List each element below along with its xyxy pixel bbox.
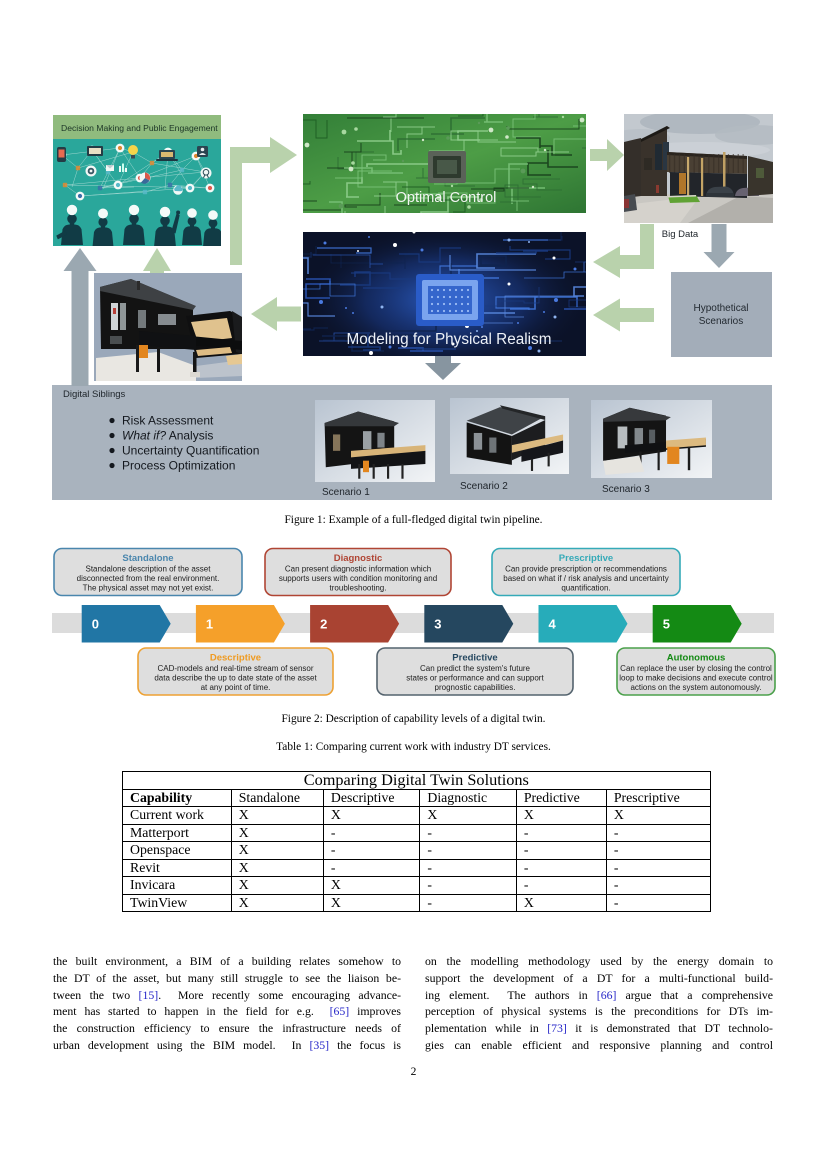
svg-text:Process Optimization: Process Optimization [122,459,235,473]
svg-text:Risk Assessment: Risk Assessment [122,414,214,428]
svg-text:Scenario 1: Scenario 1 [322,487,370,498]
svg-text:actions on the system autonomo: actions on the system autonomously. [630,683,761,692]
svg-text:prognostic capabilities.: prognostic capabilities. [435,683,516,692]
svg-text:Standalone: Standalone [122,553,173,564]
svg-text:0: 0 [92,616,99,631]
svg-text:4: 4 [549,616,557,631]
svg-text:Hypothetical: Hypothetical [693,303,748,314]
svg-text:Optimal Control: Optimal Control [396,190,497,206]
svg-text:Can provide prescription or re: Can provide prescription or recommendati… [505,565,667,574]
svg-text:Diagnostic: Diagnostic [334,553,383,564]
svg-text:at any point of time.: at any point of time. [201,683,271,692]
svg-text:CAD-models and real-time strea: CAD-models and real-time stream of senso… [157,664,313,673]
svg-text:What if? Analysis: What if? Analysis [122,429,213,443]
svg-text:Decision Making and Public Eng: Decision Making and Public Engagement [61,123,218,133]
svg-text:3: 3 [434,616,441,631]
svg-text:Descriptive: Descriptive [210,653,261,664]
svg-text:data describe the up to date s: data describe the up to date state of th… [154,674,317,683]
svg-text:Can predict the system's futur: Can predict the system's future [420,664,531,673]
svg-text:2: 2 [320,616,327,631]
svg-text:The physical asset may not yet: The physical asset may not yet exist. [83,584,214,593]
svg-text:Prescriptive: Prescriptive [559,553,613,564]
svg-text:Can present diagnostic informa: Can present diagnostic information which [285,565,431,574]
svg-text:5: 5 [663,616,670,631]
svg-text:Autonomous: Autonomous [667,653,726,664]
svg-text:Can replace the user by closin: Can replace the user by closing the cont… [620,664,772,673]
svg-text:Standalone description of the: Standalone description of the asset [86,565,212,574]
svg-text:Scenario 3: Scenario 3 [602,484,650,495]
svg-text:loop to make decisions and exe: loop to make decisions and execute contr… [619,674,773,683]
svg-text:1: 1 [206,616,213,631]
svg-text:Scenarios: Scenarios [699,316,743,327]
svg-text:Digital Siblings: Digital Siblings [63,389,126,400]
svg-text:troubleshooting.: troubleshooting. [330,584,387,593]
svg-text:Predictive: Predictive [452,653,497,664]
svg-text:Modeling for Physical Realism: Modeling for Physical Realism [347,331,552,348]
svg-text:based on what if / risk analys: based on what if / risk analysis and unc… [503,574,668,583]
svg-text:disconnected from the real env: disconnected from the real environment. [77,574,220,583]
svg-text:quantification.: quantification. [561,584,610,593]
svg-text:Uncertainty Quantification: Uncertainty Quantification [122,444,259,458]
svg-text:Scenario 2: Scenario 2 [460,481,508,492]
svg-text:supports users with condition: supports users with condition monitoring… [279,574,437,583]
svg-text:Big Data: Big Data [662,229,699,240]
svg-text:states or performance and can: states or performance and can support [406,674,544,683]
